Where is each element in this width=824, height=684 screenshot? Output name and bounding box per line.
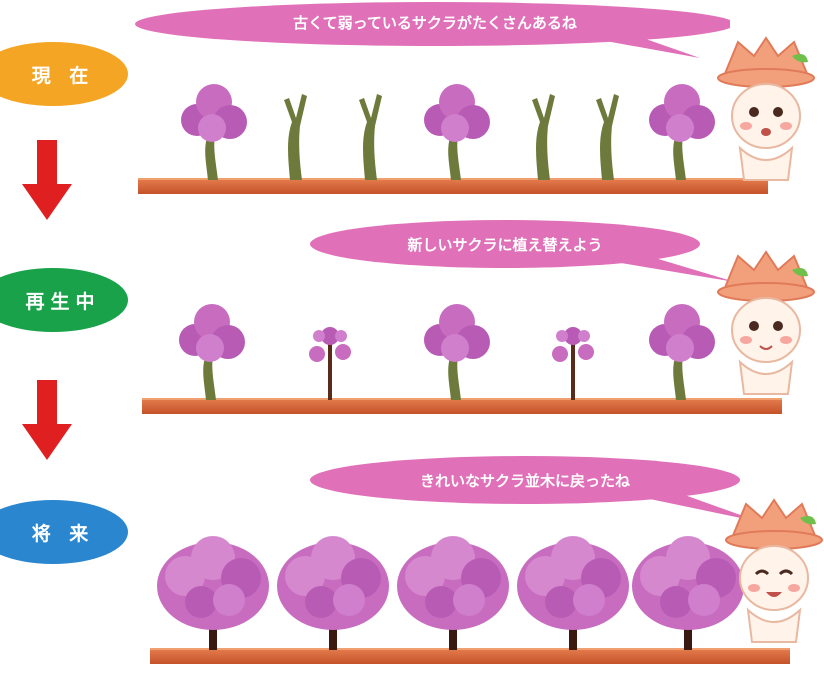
dead-tree [284,94,307,180]
full-blossom-tree [277,536,389,650]
bubble-text-1: 古くて弱っているサクラがたくさんあるね [293,14,577,32]
full-blossom-tree [517,536,629,650]
young-sapling [309,327,351,400]
stage-label-present: 現 在 [0,42,128,106]
old-blossom-tree [179,304,245,400]
old-blossom-tree [424,84,490,180]
mascot-character-icon [725,498,823,643]
ground-present [138,178,768,194]
old-blossom-tree [181,84,247,180]
bubble-text-2: 新しいサクラに植え替えよう [407,236,603,254]
old-blossom-tree [649,304,715,400]
speech-bubble-2 [310,220,735,282]
stage-label-future: 将 来 [0,500,128,564]
ground-regenerating [142,398,782,414]
old-blossom-tree [649,84,715,180]
young-sapling [552,327,594,400]
full-blossom-tree [397,536,509,650]
ground-future [150,648,790,664]
speech-bubble-3 [310,456,760,522]
full-blossom-tree [632,536,744,650]
full-blossom-tree [157,536,269,650]
bubble-text-3: きれいなサクラ並木に戻ったね [419,472,630,490]
mascot-character-icon [717,36,815,181]
dead-tree [596,94,619,180]
down-arrow-icon [22,140,72,220]
stage-label-regenerating: 再生中 [0,268,128,332]
dead-tree [359,94,382,180]
old-blossom-tree [424,304,490,400]
dead-tree [532,94,555,180]
speech-bubble-1 [135,2,730,58]
mascot-character-icon [717,250,815,395]
down-arrow-icon [22,380,72,460]
